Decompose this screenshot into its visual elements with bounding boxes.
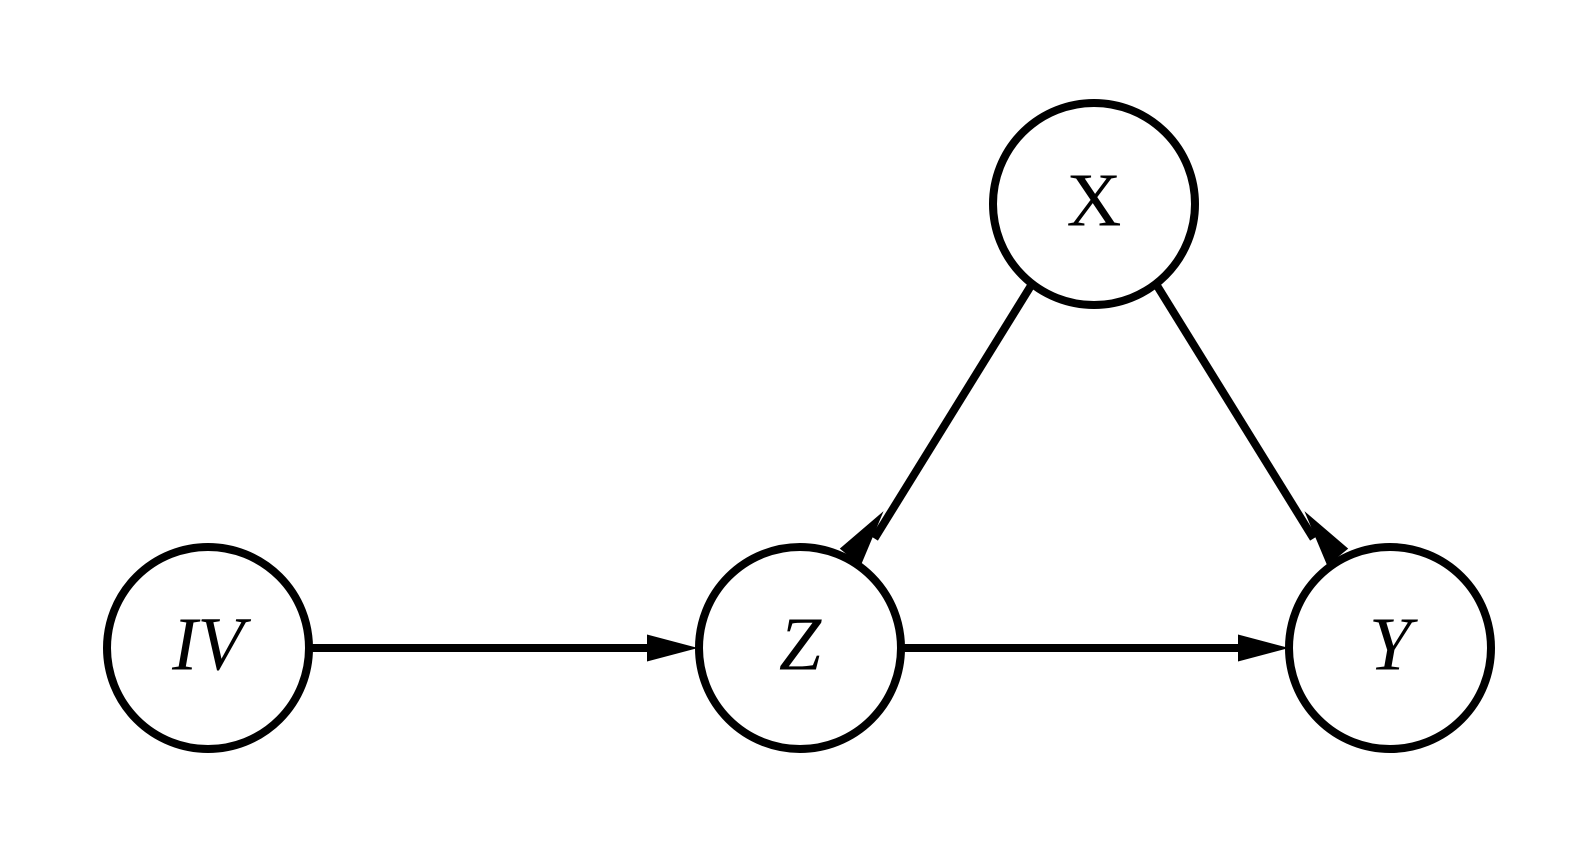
node-x-circle[interactable] (989, 99, 1199, 309)
node-y[interactable]: Y (1285, 543, 1495, 753)
edge-x-to-y-line (1152, 281, 1317, 541)
edge-iv-to-z-arrowhead (647, 634, 698, 662)
node-x[interactable]: X (989, 99, 1199, 309)
edge-iv-to-z (311, 634, 698, 662)
node-z[interactable]: Z (695, 543, 905, 753)
node-y-label: Y (1369, 602, 1419, 686)
node-z-label: Z (779, 602, 822, 686)
node-y-circle[interactable] (1285, 543, 1495, 753)
edge-x-to-z-arrowhead (839, 511, 884, 566)
node-iv-circle[interactable] (103, 543, 313, 753)
node-x-label: X (1067, 158, 1122, 242)
node-iv-label: IV (171, 602, 251, 686)
edge-x-to-z (839, 281, 1036, 566)
edge-z-to-y (902, 634, 1289, 662)
edge-x-to-y (1152, 281, 1349, 566)
node-iv[interactable]: IV (103, 543, 313, 753)
edge-x-to-y-arrowhead (1304, 511, 1349, 566)
edge-z-to-y-arrowhead (1238, 634, 1289, 662)
edge-x-to-z-line (871, 281, 1036, 541)
node-z-circle[interactable] (695, 543, 905, 753)
